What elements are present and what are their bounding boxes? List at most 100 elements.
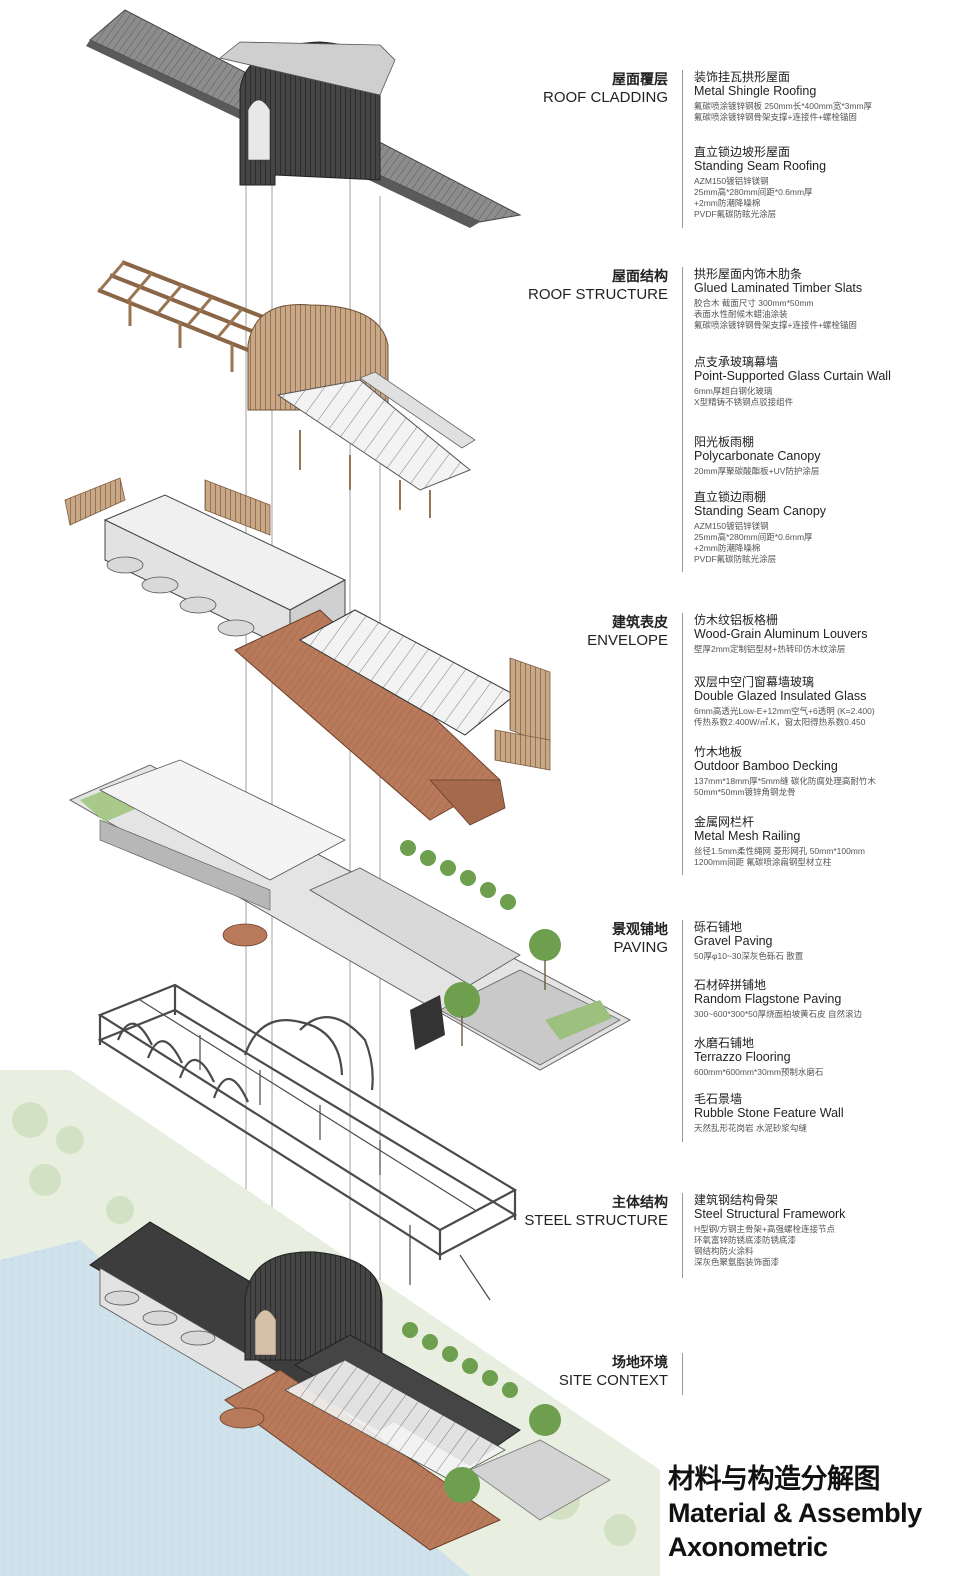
spec-desc: 6mm厚超白钢化玻璃: [694, 386, 773, 396]
spec-glass-curtain-wall: 点支承玻璃幕墙 Point-Supported Glass Curtain Wa…: [694, 355, 956, 408]
spec-standing-seam-roofing: 直立锁边坡形屋面 Standing Seam Roofing AZM150镀铝锌…: [694, 145, 956, 220]
layer-title-cn: 屋面结构: [612, 268, 668, 284]
spec-desc: 6mm高透光Low-E+12mm空气+6透明 (K=2.400): [694, 706, 875, 716]
spec-title-cn: 金属网栏杆: [694, 815, 755, 829]
spec-flagstone-paving: 石材碎拼铺地 Random Flagstone Paving 300~600*3…: [694, 978, 956, 1020]
spec-title-en: Steel Structural Framework: [694, 1207, 846, 1221]
roof-cladding-layer: [86, 9, 522, 228]
spec-title-en: Gravel Paving: [694, 934, 773, 948]
site-context-layer: [0, 1070, 660, 1576]
spec-desc: 传热系数2.400W/㎡.K，窗太阳得热系数0.450: [694, 717, 866, 727]
spec-desc: 天然乱形花岗岩 水泥砂浆勾缝: [694, 1123, 807, 1133]
spec-desc: 300~600*300*50厚烧面柏坡黄石皮 自然滚边: [694, 1009, 862, 1019]
spec-terrazzo-flooring: 水磨石铺地 Terrazzo Flooring 600mm*600mm*30mm…: [694, 1036, 956, 1078]
layer-title-en: SITE CONTEXT: [558, 1372, 668, 1389]
spec-desc: 胶合木 截面尺寸 300mm*50mm: [694, 298, 814, 308]
layer-head-envelope: 建筑表皮 ENVELOPE: [587, 613, 668, 650]
envelope-layer: [64, 477, 551, 826]
title-cn: 材料与构造分解图: [668, 1464, 881, 1494]
spec-desc: 氟碳喷涂镀锌钢骨架支撑+连接件+螺栓锚固: [694, 320, 857, 330]
spec-title-en: Rubble Stone Feature Wall: [694, 1106, 844, 1120]
layer-title-en: ROOF STRUCTURE: [528, 286, 668, 303]
spec-desc: H型钢/方钢主骨架+高强螺栓连接节点: [694, 1224, 835, 1234]
spec-title-cn: 直立锁边雨棚: [694, 490, 767, 504]
layer-head-steel-structure: 主体结构 STEEL STRUCTURE: [524, 1193, 668, 1230]
spec-title-en: Polycarbonate Canopy: [694, 449, 821, 463]
spec-title-cn: 砾石铺地: [694, 920, 743, 934]
spec-title-cn: 竹木地板: [694, 745, 743, 759]
spec-gravel-paving: 砾石铺地 Gravel Paving 50厚φ10~30深灰色砾石 散置: [694, 920, 956, 962]
spec-title-en: Wood-Grain Aluminum Louvers: [694, 627, 868, 641]
divider-line: [682, 613, 683, 875]
layer-title-en: ROOF CLADDING: [542, 89, 668, 106]
spec-desc: X型精铸不锈钢点驳接组件: [694, 397, 794, 407]
spec-rubble-stone-wall: 毛石景墙 Rubble Stone Feature Wall 天然乱形花岗岩 水…: [694, 1092, 956, 1134]
spec-title-cn: 阳光板雨棚: [694, 435, 755, 449]
layer-title-cn: 屋面覆层: [612, 71, 668, 87]
spec-desc: 25mm高*280mm间距*0.6mm厚: [694, 187, 813, 197]
spec-glulam-timber-slats: 拱形屋面内饰木肋条 Glued Laminated Timber Slats 胶…: [694, 267, 956, 331]
layer-title-cn: 主体结构: [612, 1194, 668, 1210]
spec-desc: 137mm*18mm厚*5mm缝 碳化防腐处理高耐竹木: [694, 776, 876, 786]
spec-title-cn: 点支承玻璃幕墙: [694, 355, 779, 369]
spec-title-en: Point-Supported Glass Curtain Wall: [694, 369, 891, 383]
spec-title-en: Metal Mesh Railing: [694, 829, 801, 843]
spec-title-cn: 装饰挂瓦拱形屋面: [694, 70, 791, 84]
spec-title-en: Terrazzo Flooring: [694, 1050, 791, 1064]
layer-title-cn: 景观铺地: [612, 921, 668, 937]
title-en-line2: Axonometric: [668, 1532, 828, 1562]
layer-head-roof-structure: 屋面结构 ROOF STRUCTURE: [528, 267, 668, 304]
spec-desc: AZM150镀铝锌镁钢: [694, 176, 769, 186]
spec-desc: +2mm防潮降噪棉: [694, 198, 761, 208]
divider-line: [682, 920, 683, 1142]
layer-title-en: STEEL STRUCTURE: [524, 1212, 668, 1229]
spec-desc: 50mm*50mm镀锌角钢龙骨: [694, 787, 796, 797]
spec-desc: 深灰色聚氨脂装饰面漆: [694, 1257, 780, 1267]
spec-desc: 环氧富锌防锈底漆防锈底漆: [694, 1235, 797, 1245]
layer-title-en: PAVING: [613, 939, 668, 956]
spec-desc: 20mm厚聚碳酸酯板+UV防护涂层: [694, 466, 820, 476]
spec-title-cn: 毛石景墙: [694, 1092, 743, 1106]
spec-wood-grain-louvers: 仿木纹铝板格栅 Wood-Grain Aluminum Louvers 壁厚2m…: [694, 613, 956, 655]
layer-head-site-context: 场地环境 SITE CONTEXT: [559, 1353, 668, 1390]
spec-title-en: Double Glazed Insulated Glass: [694, 689, 867, 703]
spec-title-en: Outdoor Bamboo Decking: [694, 759, 838, 773]
spec-standing-seam-canopy: 直立锁边雨棚 Standing Seam Canopy AZM150镀铝锌镁钢 …: [694, 490, 956, 565]
divider-line: [682, 70, 683, 228]
spec-desc: 600mm*600mm*30mm预制水磨石: [694, 1067, 824, 1077]
spec-title-cn: 建筑钢结构骨架: [694, 1193, 779, 1207]
spec-desc: 1200mm间距 氟碳喷涂扁钢型材立柱: [694, 857, 832, 867]
spec-title-cn: 石材碎拼铺地: [694, 978, 767, 992]
spec-desc: PVDF氟碳防眩光涂层: [694, 209, 777, 219]
spec-steel-framework: 建筑钢结构骨架 Steel Structural Framework H型钢/方…: [694, 1193, 956, 1268]
layer-head-roof-cladding: 屋面覆层 ROOF CLADDING: [543, 70, 668, 107]
divider-line: [682, 1353, 683, 1395]
spec-title-cn: 直立锁边坡形屋面: [694, 145, 791, 159]
spec-desc: 壁厚2mm定制铝型材+热转印仿木纹涂层: [694, 644, 846, 654]
layer-title-cn: 建筑表皮: [612, 614, 668, 630]
divider-line: [682, 267, 683, 572]
spec-metal-mesh-railing: 金属网栏杆 Metal Mesh Railing 丝径1.5mm柔性绳网 菱形网…: [694, 815, 956, 868]
spec-title-en: Standing Seam Roofing: [694, 159, 827, 173]
spec-desc: 氟碳喷涂镀锌钢板 250mm长*400mm宽*3mm厚: [694, 101, 873, 111]
layer-title-en: ENVELOPE: [587, 632, 668, 649]
spec-title-cn: 水磨石铺地: [694, 1036, 755, 1050]
spec-title-en: Random Flagstone Paving: [694, 992, 842, 1006]
spec-desc: 50厚φ10~30深灰色砾石 散置: [694, 951, 804, 961]
spec-desc: 丝径1.5mm柔性绳网 菱形网孔 50mm*100mm: [694, 846, 865, 856]
spec-desc: AZM150镀铝锌镁钢: [694, 521, 769, 531]
spec-desc: 氟碳喷涂镀锌钢骨架支撑+连接件+螺栓锚固: [694, 112, 857, 122]
spec-desc: PVDF氟碳防眩光涂层: [694, 554, 777, 564]
roof-structure-layer: [97, 260, 476, 518]
steel-structure-layer: [97, 983, 518, 1301]
spec-title-en: Standing Seam Canopy: [694, 504, 827, 518]
spec-desc: +2mm防潮降噪棉: [694, 543, 761, 553]
spec-title-cn: 仿木纹铝板格栅: [694, 613, 779, 627]
spec-desc: 表面水性耐候木蜡油涂装: [694, 309, 788, 319]
spec-desc: 钢结构防火涂料: [694, 1246, 754, 1256]
layer-title-cn: 场地环境: [612, 1354, 668, 1370]
spec-title-cn: 拱形屋面内饰木肋条: [694, 267, 803, 281]
layer-head-paving: 景观铺地 PAVING: [612, 920, 668, 957]
spec-polycarbonate-canopy: 阳光板雨棚 Polycarbonate Canopy 20mm厚聚碳酸酯板+UV…: [694, 435, 956, 477]
